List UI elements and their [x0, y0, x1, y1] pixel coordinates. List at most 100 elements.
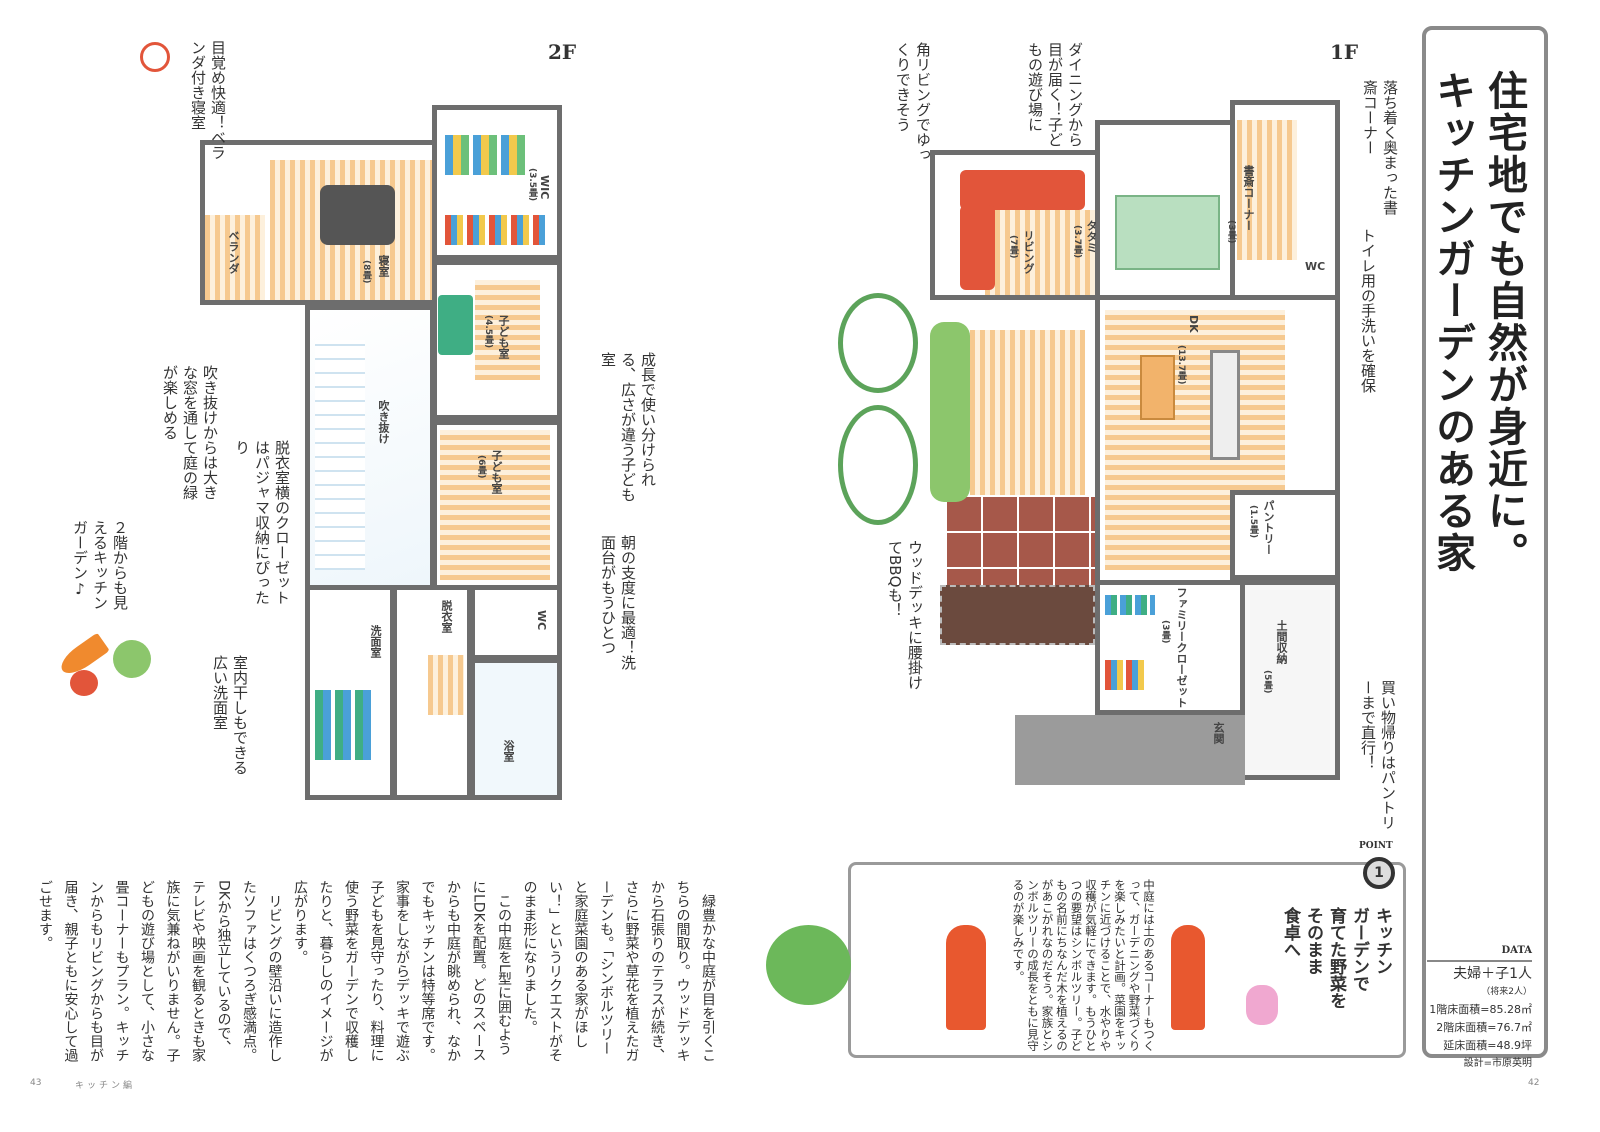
wic-label: WIC: [538, 175, 551, 200]
floor-plan-2f: 2F ベランダ 寝室 (8畳) WIC (3.5畳) 子ども室 (4.5畳) 子…: [140, 40, 580, 810]
tree-icon: [838, 405, 918, 525]
article-paragraph: 緑豊かな中庭が目を引くこちらの間取り。ウッドデッキから石張りのテラスが続き、さら…: [521, 880, 717, 1062]
entrance-label: 玄関: [1212, 722, 1225, 744]
void-label: 吹き抜け: [377, 400, 390, 444]
doma-label: 土間収納: [1275, 620, 1288, 664]
point-heading-line: 食卓へ: [1280, 907, 1300, 958]
tatami-mat: [1115, 195, 1220, 270]
pantry-label: パントリー: [1262, 500, 1275, 555]
woman-illustration: [946, 925, 986, 1030]
note-closet: 脱衣室横のクローゼットはパジャマ収納にぴったり: [233, 440, 291, 605]
wc-1f-label: WC: [1305, 260, 1326, 273]
note-kids: 成長で使い分けられる、広さが違う子ども室: [599, 352, 657, 502]
child-illustration: [1246, 985, 1278, 1025]
page-title: 住宅地でも自然が身近に。 キッチンガーデンのある家: [1426, 70, 1530, 574]
tatami-size: (3.7畳): [1072, 225, 1082, 259]
point-heading-line: そのまま: [1303, 907, 1323, 975]
closet-label: ファミリークローゼット: [1175, 587, 1188, 708]
entrance-area: [1015, 715, 1245, 785]
study-label: 書斎コーナー: [1242, 165, 1255, 231]
point-number: 1: [1374, 865, 1384, 881]
vegetable-garden: [940, 585, 1095, 645]
pantry-size: (1.5畳): [1248, 505, 1258, 539]
kids-room-2-floor: [440, 430, 550, 580]
sofa: [960, 170, 1085, 210]
kids-bed: [438, 295, 473, 355]
bath-label: 浴室: [502, 740, 515, 762]
bedroom-size: (8畳): [361, 260, 371, 284]
note-living: 角リビングでゆっくりできそう: [894, 42, 932, 162]
point-heading-line: キッチン: [1372, 907, 1392, 975]
note-bedroom: 目覚め快適！ベランダ付き寝室: [189, 40, 227, 160]
point-text: 中庭には土のあるコーナーもつくって、ガーデニングや野菜づくりを楽しみたいと計画。…: [1011, 879, 1157, 1052]
point-heading: キッチン ガーデンで 育てた野菜を そのまま 食卓へ: [1278, 907, 1393, 1047]
wc-2f-label: WC: [535, 610, 548, 631]
dk-size: (13.7畳): [1176, 345, 1186, 385]
tree-icon: [766, 925, 851, 1005]
dining-table: [1140, 355, 1175, 420]
kids-room-2-size: (6畳): [476, 455, 486, 479]
data-total: 延床面積=48.9坪: [1443, 1039, 1532, 1052]
closet-clothes: [1105, 595, 1155, 615]
living-floor: [985, 210, 1095, 295]
note-void: 吹き抜けからは大きな窓を通して庭の緑が楽しめる: [161, 365, 219, 500]
data-future: （将来2人）: [1481, 987, 1532, 997]
wic-clothes: [445, 135, 525, 175]
point-heading-line: 育てた野菜を: [1326, 907, 1346, 1009]
floor-plan-1f: 1F リビング (7畳) タタミ (3.7畳) 書斎コーナー (3畳) WC D…: [925, 40, 1358, 800]
article-paragraph: この中庭をL型に囲むようにLDKを配置。どのスペースからも中庭が眺められ、なかで…: [292, 880, 512, 1062]
dk-label: DK: [1187, 315, 1200, 333]
doma-storage: [1240, 580, 1340, 780]
note-washroom: 室内干しもできる広い洗面室: [211, 655, 249, 775]
study-size: (3畳): [1226, 220, 1236, 244]
point-heading-line: ガーデンで: [1349, 907, 1369, 992]
hedge: [930, 322, 970, 502]
bedroom-label: 寝室: [377, 255, 390, 277]
farmer-illustration: [1171, 925, 1205, 1030]
note-toilet: トイレ用の手洗いを確保: [1359, 228, 1377, 393]
section-label: キッチン編: [75, 1081, 136, 1091]
closet-size: (3畳): [1160, 620, 1170, 644]
note-pantry: 買い物帰りはパントリーまで直行！: [1359, 680, 1397, 830]
bath-area: [470, 658, 562, 800]
tatami-label: タタミ: [1085, 220, 1098, 253]
point-box: 1 POINT キッチン ガーデンで 育てた野菜を そのまま 食卓へ 中庭には土…: [766, 841, 1406, 1058]
study-floor: [1237, 120, 1297, 260]
data-floor2: 2階床面積=76.7㎡: [1436, 1021, 1532, 1034]
magnifier-icon: 1: [1363, 857, 1395, 889]
page-number-left: 43: [30, 1078, 42, 1088]
sofa-side: [960, 205, 995, 290]
point-badge: POINT: [1359, 841, 1393, 851]
data-heading: DATA: [1427, 942, 1532, 962]
veranda-label: ベランダ: [227, 230, 240, 274]
data-designer: 設計=市原英明: [1463, 1058, 1532, 1069]
compass-icon: [140, 42, 170, 72]
bed: [320, 185, 395, 245]
data-floor1: 1階床面積=85.28㎡: [1429, 1003, 1532, 1016]
washroom-label: 洗面室: [369, 625, 382, 658]
laundry: [315, 690, 375, 760]
dressing-floor: [428, 655, 464, 715]
article-body: 緑豊かな中庭が目を引くこちらの間取り。ウッドデッキから石張りのテラスが続き、さら…: [32, 880, 721, 1066]
note-study: 落ち着く奥まった書斎コーナー: [1361, 80, 1399, 215]
title-box: 住宅地でも自然が身近に。 キッチンガーデンのある家 DATA 夫婦＋子1人 （将…: [1422, 26, 1548, 1069]
wic-size: (3.5畳): [527, 168, 537, 202]
wic-clothes-lower: [445, 215, 545, 245]
kids-room-1-floor: [475, 280, 540, 380]
title-line: 住宅地でも自然が身近に。: [1481, 70, 1527, 574]
kids-room-2-label: 子ども室: [490, 450, 503, 494]
tree-icon: [838, 293, 918, 393]
living-size: (7畳): [1008, 235, 1018, 259]
living-label: リビング: [1022, 230, 1035, 274]
wc-2f: [470, 585, 562, 660]
closet-clothes-lower: [1105, 660, 1145, 690]
kitchen-counter: [1210, 350, 1240, 460]
wood-deck: [970, 330, 1085, 500]
data-family: 夫婦＋子1人: [1453, 966, 1532, 982]
note-deck: ウッドデッキに腰掛けてBBQも！: [886, 540, 924, 690]
data-box: DATA 夫婦＋子1人 （将来2人） 1階床面積=85.28㎡ 2階床面積=76…: [1427, 942, 1532, 1073]
note-garden: ２階からも見えるキッチンガーデン♪: [71, 520, 129, 610]
floor-label-2f: 2F: [548, 40, 577, 64]
note-sink: 朝の支度に最適！洗面台がもうひとつ: [599, 535, 637, 670]
page-number-right: 42: [1528, 1078, 1540, 1088]
